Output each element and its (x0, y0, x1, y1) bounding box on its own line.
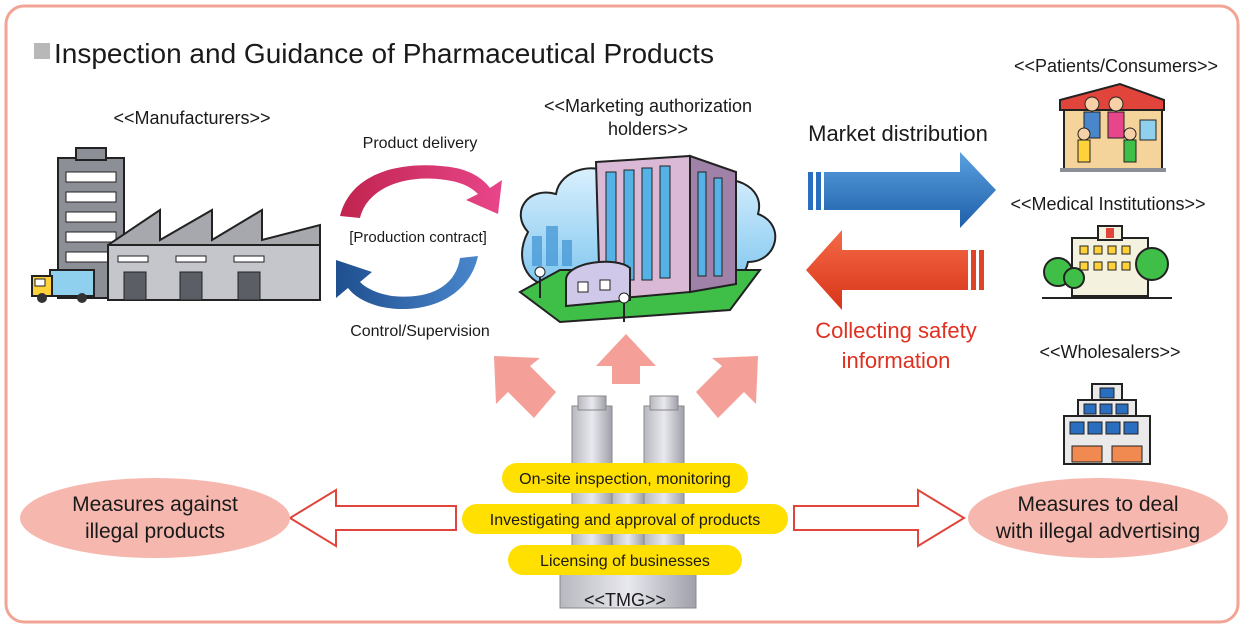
label-medical: <<Medical Institutions>> (1010, 194, 1205, 214)
arrow-to-illegal-products (288, 488, 457, 548)
label-manufacturers: <<Manufacturers>> (113, 108, 270, 128)
measure-right-line1: Measures to deal (1017, 493, 1178, 516)
label-wholesalers: <<Wholesalers>> (1039, 342, 1180, 362)
collecting-safety-arrow (806, 230, 984, 310)
label-collecting-line1: Collecting safety (815, 318, 976, 343)
ellipse-illegal-advertising (968, 478, 1228, 558)
activity-pill-3: Licensing of businesses (540, 553, 710, 570)
label-tmg: <<TMG>> (584, 590, 666, 610)
control-supervision-arrow (336, 256, 478, 310)
tmg-arrow-left (494, 356, 556, 418)
label-production-contract: [Production contract] (349, 229, 487, 246)
activity-pill-2: Investigating and approval of products (490, 512, 760, 529)
tmg-arrow-up (596, 334, 656, 384)
activity-pill-1: On-site inspection, monitoring (519, 471, 731, 488)
label-mah-line1: <<Marketing authorization (544, 96, 752, 116)
measure-left-line1: Measures against (72, 493, 238, 516)
tmg-arrow-right (696, 356, 758, 418)
activity-pill-3-bg (508, 545, 742, 575)
label-product-delivery: Product delivery (363, 135, 478, 152)
ellipse-illegal-products (20, 478, 290, 558)
page-title: Inspection and Guidance of Pharmaceutica… (54, 38, 714, 69)
label-patients: <<Patients/Consumers>> (1014, 56, 1218, 76)
patients-family-icon (1059, 82, 1166, 172)
title-square-icon (34, 43, 50, 59)
label-market-distribution: Market distribution (808, 121, 988, 146)
label-mah-line2: holders>> (608, 119, 688, 139)
measure-right-line2: with illegal advertising (995, 520, 1200, 543)
medical-hospital-icon (1042, 225, 1172, 299)
factory-icon (31, 147, 321, 303)
wholesalers-building-icon (1063, 383, 1151, 465)
activity-pill-1-bg (502, 463, 748, 493)
arrow-to-illegal-advertising (793, 488, 966, 548)
label-collecting-line2: information (842, 348, 951, 373)
label-control-supervision: Control/Supervision (350, 323, 490, 340)
mah-building-icon (518, 154, 777, 324)
activity-pill-2-bg (462, 504, 788, 534)
market-distribution-arrow (808, 152, 996, 228)
product-delivery-arrow (340, 165, 502, 218)
measure-left-line2: illegal products (85, 520, 225, 543)
